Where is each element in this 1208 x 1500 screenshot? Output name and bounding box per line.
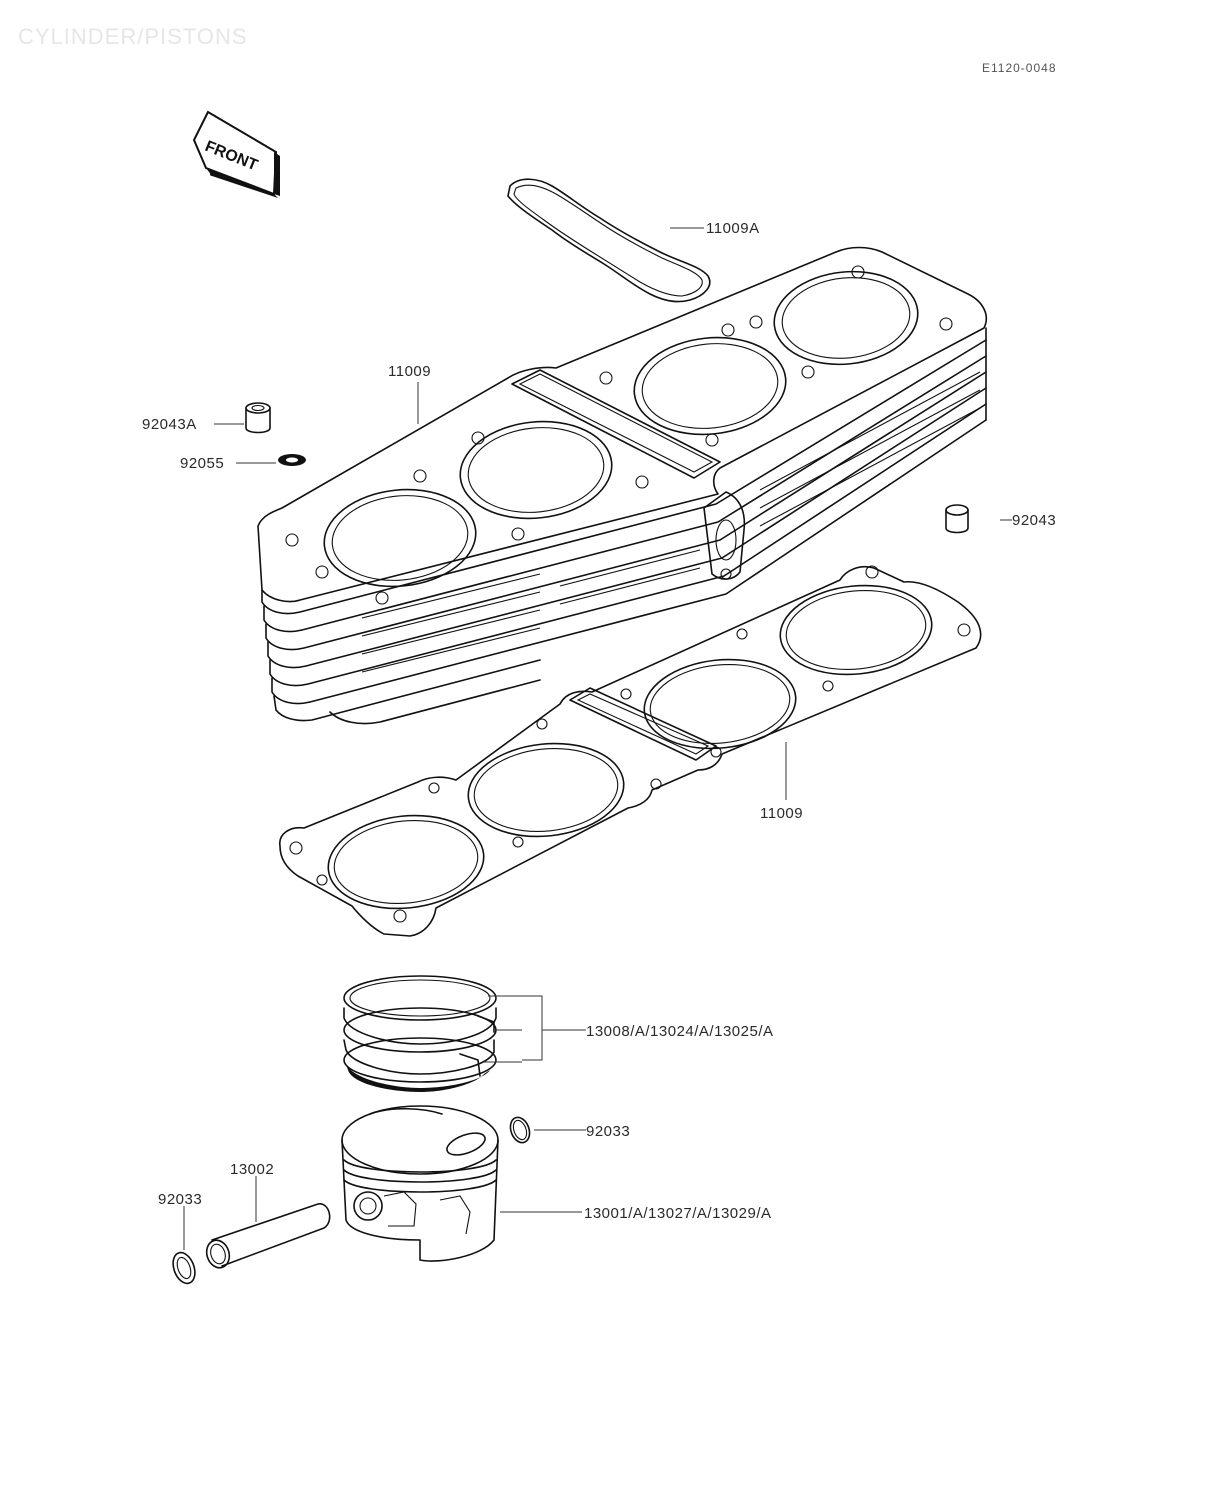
circlip-right bbox=[509, 1116, 531, 1144]
diagram-code: E1120-0048 bbox=[982, 61, 1057, 75]
label-head-cover-gasket: 11009A bbox=[706, 220, 760, 237]
cylinder-block bbox=[257, 246, 988, 725]
dowel-pin-left bbox=[245, 402, 271, 434]
label-piston-pin: 13002 bbox=[230, 1161, 274, 1178]
base-gasket bbox=[279, 565, 982, 937]
label-head-gasket: 11009 bbox=[388, 363, 431, 380]
dowel-pin-right bbox=[945, 504, 969, 534]
piston bbox=[341, 1105, 499, 1262]
label-piston-rings: 13008/A/13024/A/13025/A bbox=[586, 1023, 774, 1040]
label-base-gasket: 11009 bbox=[760, 805, 803, 822]
head-cover-gasket bbox=[507, 178, 711, 303]
label-dowel-pin-left: 92043A bbox=[142, 416, 197, 433]
diagram-title: CYLINDER/PISTONS bbox=[18, 24, 248, 49]
label-washer: 92055 bbox=[180, 455, 224, 472]
piston-pin bbox=[205, 1203, 331, 1269]
front-arrow-badge: FRONT bbox=[192, 110, 280, 198]
washer bbox=[278, 454, 306, 466]
label-piston: 13001/A/13027/A/13029/A bbox=[584, 1205, 772, 1222]
piston-rings bbox=[343, 975, 497, 1092]
label-circlip-right: 92033 bbox=[586, 1123, 630, 1140]
label-dowel-pin-right: 92043 bbox=[1012, 512, 1056, 529]
label-circlip-left: 92033 bbox=[158, 1191, 202, 1208]
circlip-left bbox=[172, 1251, 196, 1285]
